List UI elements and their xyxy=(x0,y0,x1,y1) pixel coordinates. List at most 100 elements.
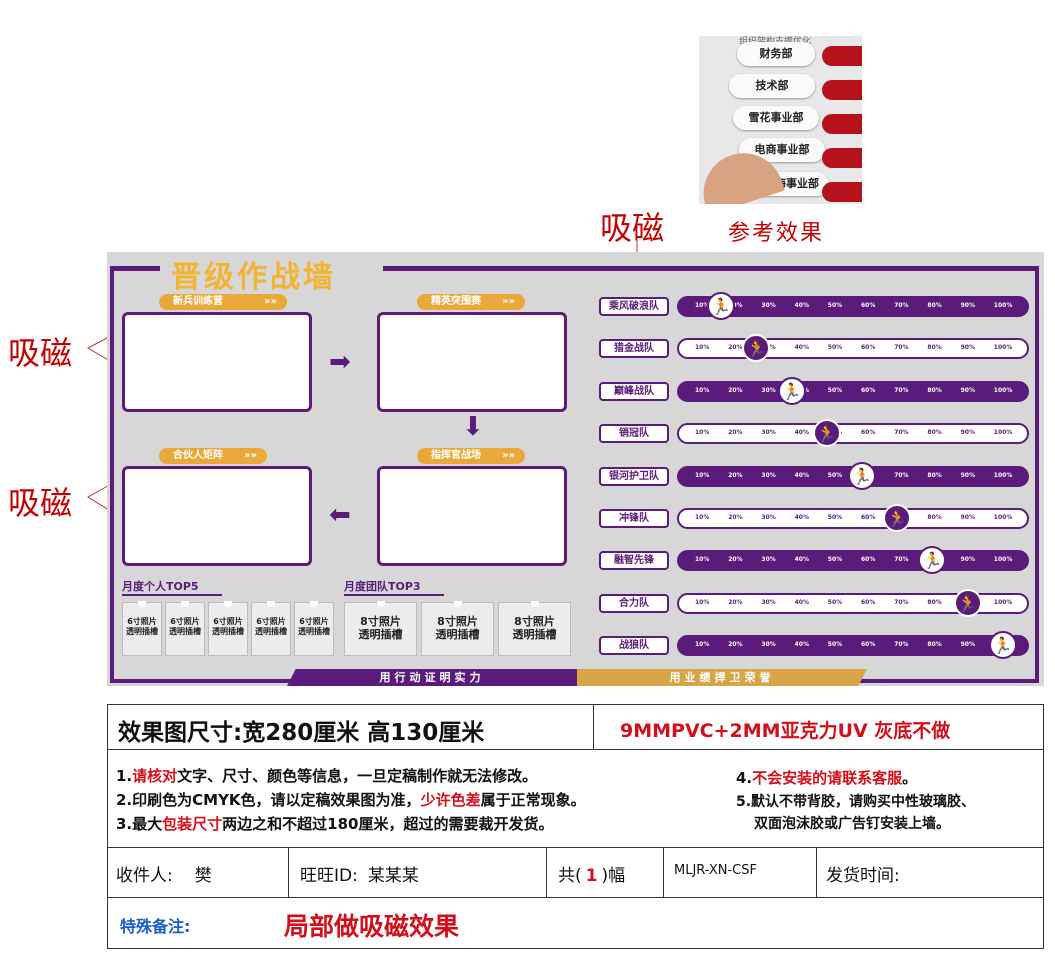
percent-tick-label: 100% xyxy=(993,471,1013,479)
panel-elite xyxy=(377,312,567,412)
percent-tick-label: 40% xyxy=(794,429,809,437)
slot-notch xyxy=(453,601,462,607)
team-progress-bar: 10%20%30%40%50%60%70%80%90%100%🏃 xyxy=(677,376,1029,405)
percent-tick-label: 40% xyxy=(794,344,809,352)
reference-red-tab xyxy=(822,114,862,134)
percent-tick-label: 70% xyxy=(894,641,909,649)
percent-tick-label: 70% xyxy=(894,386,909,394)
percent-tick-label: 50% xyxy=(827,386,843,394)
percent-tick-label: 10% xyxy=(695,429,710,437)
team-label: 冲锋队 xyxy=(599,509,669,528)
percent-tick-label: 30% xyxy=(761,514,776,521)
slot-line: 6寸照片 xyxy=(127,617,157,626)
percent-tick-label: 80% xyxy=(927,302,942,309)
team-label: 猎金战队 xyxy=(599,339,669,359)
percent-tick-label: 30% xyxy=(761,556,776,564)
section-personal-top5: 月度个人TOP5 xyxy=(122,578,222,596)
percent-tick-label: 10% xyxy=(695,471,710,479)
chevron-icon: »» xyxy=(244,450,257,461)
percent-tick-label: 10% xyxy=(695,344,710,352)
percent-tick-label: 50% xyxy=(827,302,843,309)
slot-line: 6寸照片 xyxy=(299,617,329,626)
slogan-right: 用业绩捍卫荣誉 xyxy=(577,669,867,686)
percent-tick-label: 10% xyxy=(695,514,710,521)
percent-tick-label: 40% xyxy=(794,641,809,649)
percent-tick-label: 20% xyxy=(728,556,743,564)
photo-slot-6inch: 6寸照片透明插槽 xyxy=(208,601,248,656)
slot-line: 透明插槽 xyxy=(212,627,244,636)
team-label: 销冠队 xyxy=(599,424,669,444)
arrow-left-icon: ⬅ xyxy=(329,500,351,530)
percent-tick-label: 60% xyxy=(861,598,876,606)
slot-notch xyxy=(181,601,189,607)
runner-icon: 🏃 xyxy=(918,546,947,575)
reference-photo: 组织架构支撑优化 财务部 技术部 雪花事业部 电商事业部 豫北海事业部 xyxy=(699,36,862,204)
slot-line: 6寸照片 xyxy=(170,617,200,626)
reference-red-tab xyxy=(822,148,862,168)
percent-tick-label: 100% xyxy=(993,386,1013,394)
reference-red-tab xyxy=(822,46,862,66)
slot-notch xyxy=(376,601,385,607)
photo-slot-6inch: 6寸照片透明插槽 xyxy=(122,601,162,656)
percent-tick-label: 60% xyxy=(861,386,876,394)
note-5-line-2: 双面泡沫胶或广告钉安装上墙。 xyxy=(754,816,950,832)
team-progress-bar: 10%20%30%40%50%60%70%80%90%100%🏃 xyxy=(677,334,1029,363)
percent-tick-label: 50% xyxy=(827,598,843,606)
percent-tick-label: 20% xyxy=(728,302,743,309)
percent-tick-label: 80% xyxy=(927,386,942,394)
team-label: 银河护卫队 xyxy=(599,466,669,486)
panel-command xyxy=(377,466,567,566)
percent-tick-label: 60% xyxy=(861,344,876,352)
percent-tick-label: 10% xyxy=(695,641,710,649)
photo-slot-8inch: 8寸照片透明插槽 xyxy=(498,601,571,656)
board-top-line xyxy=(110,266,160,271)
slot-line: 透明插槽 xyxy=(298,627,330,636)
photo-slot-6inch: 6寸照片透明插槽 xyxy=(294,601,334,656)
percent-tick-label: 50% xyxy=(827,514,843,521)
percent-tick-label: 100% xyxy=(993,556,1013,564)
sheet-count: 共(1)幅 xyxy=(558,866,626,886)
percent-tick-label: 70% xyxy=(894,302,909,309)
note-3: 3.最大包装尺寸两边之和不超过180厘米，超过的需要裁开发货。 xyxy=(116,815,554,833)
note-4: 4.不会安装的请联系客服。 xyxy=(736,769,918,787)
team-label: 融智先锋 xyxy=(599,551,669,571)
panel-partner xyxy=(122,466,312,566)
ribbon-command: 指挥官战场»» xyxy=(417,448,525,464)
percent-tick-label: 50% xyxy=(827,471,843,479)
percent-tick-label: 70% xyxy=(894,471,909,479)
team-progress-bar: 10%20%30%40%50%60%70%80%90%100%🏃 xyxy=(677,461,1029,490)
percent-tick-label: 10% xyxy=(695,302,710,309)
percent-tick-label: 100% xyxy=(993,344,1013,352)
percent-tick-label: 100% xyxy=(993,598,1013,606)
reference-tag: 财务部 xyxy=(737,42,815,66)
photo-slot-6inch: 6寸照片透明插槽 xyxy=(251,601,291,656)
percent-tick-label: 50% xyxy=(827,556,843,564)
percent-tick-label: 40% xyxy=(794,598,809,606)
percent-tick-label: 30% xyxy=(761,641,776,649)
runner-icon: 🏃 xyxy=(777,376,806,405)
percent-tick-label: 100% xyxy=(993,302,1013,309)
percent-tick-label: 80% xyxy=(927,641,942,649)
team-progress-bar: 10%20%30%40%50%60%70%80%90%100%🏃 xyxy=(677,292,1029,320)
percent-tick-label: 60% xyxy=(861,302,876,309)
reference-tag: 雪花事业部 xyxy=(733,106,819,130)
note-1: 1.请核对文字、尺寸、颜色等信息，一旦定稿制作就无法修改。 xyxy=(116,767,538,785)
magnet-annotation-left-2: 吸磁 xyxy=(8,484,73,522)
slot-line: 透明插槽 xyxy=(255,627,287,636)
percent-tick-label: 40% xyxy=(794,556,809,564)
runner-icon: 🏃 xyxy=(953,588,982,617)
slot-line: 透明插槽 xyxy=(512,628,557,641)
team-label: 巅峰战队 xyxy=(599,381,669,401)
slot-notch xyxy=(224,601,232,607)
special-note-label: 特殊备注: xyxy=(120,917,191,936)
magnet-annotation-left-1: 吸磁 xyxy=(8,334,73,372)
reference-tag: 技术部 xyxy=(729,74,815,98)
special-note-value: 局部做吸磁效果 xyxy=(284,912,460,941)
percent-tick-label: 80% xyxy=(927,429,942,437)
reference-red-tab xyxy=(822,80,862,100)
percent-tick-label: 30% xyxy=(761,598,776,606)
percent-tick-label: 90% xyxy=(960,514,975,521)
reference-red-tab xyxy=(822,182,862,202)
percent-tick-label: 70% xyxy=(894,429,909,437)
runner-icon: 🏃 xyxy=(742,334,771,363)
